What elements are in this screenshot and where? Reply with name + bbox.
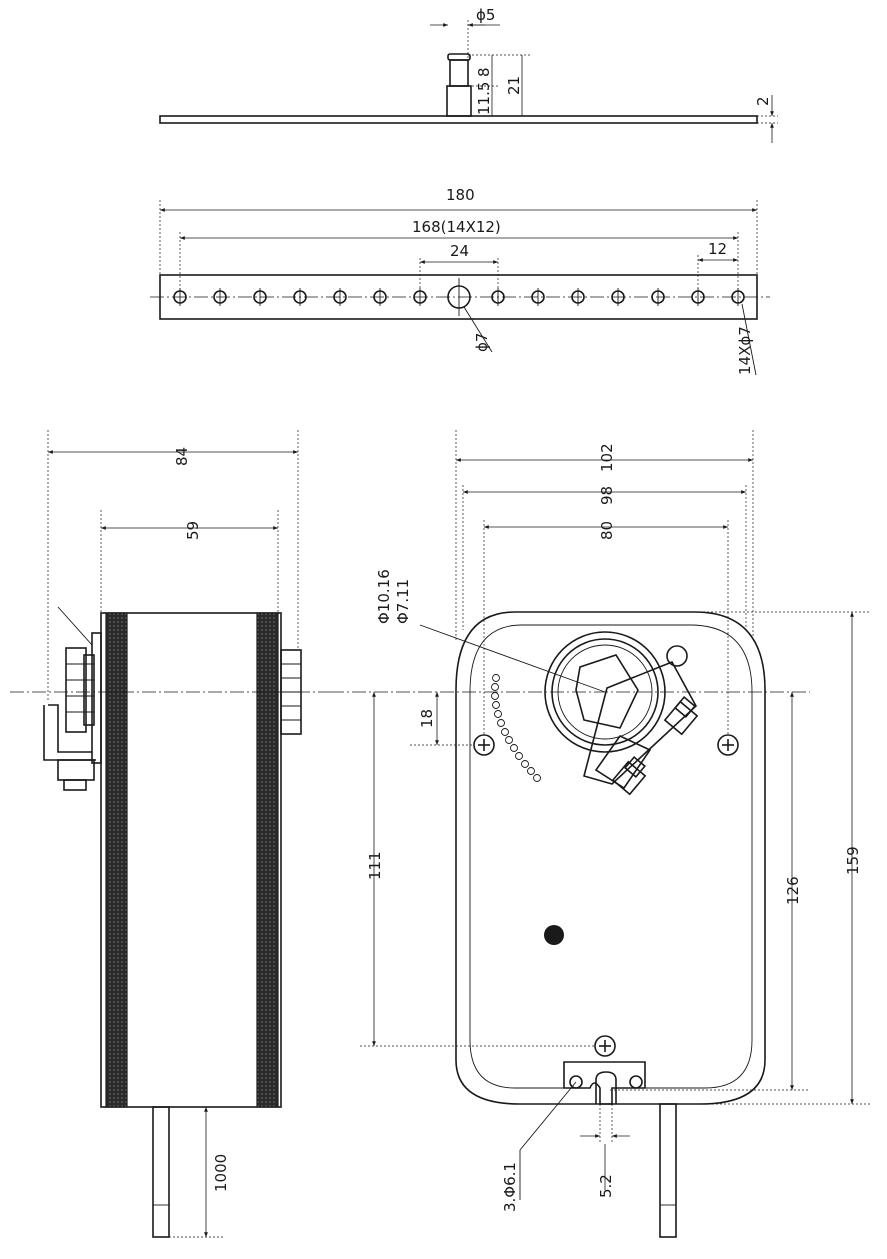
dim-2: 2 bbox=[754, 96, 772, 106]
side-cable bbox=[152, 1106, 170, 1238]
dim-11-5: 11.5 bbox=[475, 82, 493, 115]
dim-phi10-16: Φ10.16 bbox=[375, 569, 393, 624]
dim-21: 21 bbox=[505, 76, 523, 95]
dim-24: 24 bbox=[450, 242, 469, 260]
dim-168: 168(14X12) bbox=[412, 218, 501, 236]
top-side-view: ϕ5 8 11.5 21 2 bbox=[159, 6, 778, 143]
dim-phi6-1: 3.Φ6.1 bbox=[501, 1162, 519, 1212]
plate-front-view: 180 168(14X12) 24 12 ϕ7 14Xϕ7 bbox=[150, 186, 770, 376]
dim-18: 18 bbox=[418, 709, 436, 728]
shaft-cap bbox=[447, 53, 471, 61]
shaft-upper bbox=[449, 59, 469, 87]
dim-102: 102 bbox=[598, 443, 616, 472]
plate-holes bbox=[173, 278, 745, 316]
housing-inner bbox=[469, 624, 753, 1089]
dim-111: 111 bbox=[366, 851, 384, 880]
screw-left bbox=[473, 734, 495, 756]
shaft-lower bbox=[446, 85, 472, 117]
dim-180: 180 bbox=[446, 186, 475, 204]
dim-phi7-11: Φ7.11 bbox=[394, 579, 412, 624]
dim-59: 59 bbox=[184, 521, 202, 540]
dim-phi5: ϕ5 bbox=[476, 6, 495, 24]
front-cable bbox=[659, 1103, 677, 1238]
dim-84: 84 bbox=[173, 447, 191, 466]
dim-126: 126 bbox=[784, 876, 802, 905]
dim-14-holes: 14Xϕ7 bbox=[736, 326, 754, 375]
side-band-left bbox=[105, 612, 128, 1108]
dim-phi7-center: ϕ7 bbox=[473, 333, 491, 352]
side-view: 84 59 1000 bbox=[10, 430, 330, 1238]
dim-12: 12 bbox=[708, 240, 727, 258]
scale-arc bbox=[491, 674, 541, 782]
mount-tab bbox=[563, 1061, 646, 1105]
screw-right bbox=[717, 734, 739, 756]
dim-5-2: 5.2 bbox=[597, 1174, 615, 1198]
plate-side bbox=[159, 115, 758, 124]
screw-bottom bbox=[594, 1035, 616, 1057]
dim-1000: 1000 bbox=[212, 1154, 230, 1192]
dim-80: 80 bbox=[598, 521, 616, 540]
shaft-clamp bbox=[583, 660, 699, 796]
dim-98: 98 bbox=[598, 486, 616, 505]
front-view: 102 98 80 Φ10.16 Φ7.11 18 111 126 159 bbox=[330, 430, 870, 1238]
side-body bbox=[100, 612, 282, 1108]
dim-8: 8 bbox=[475, 67, 493, 77]
side-band-right bbox=[256, 612, 279, 1108]
indicator-dot bbox=[544, 925, 564, 945]
dim-159: 159 bbox=[844, 846, 862, 875]
